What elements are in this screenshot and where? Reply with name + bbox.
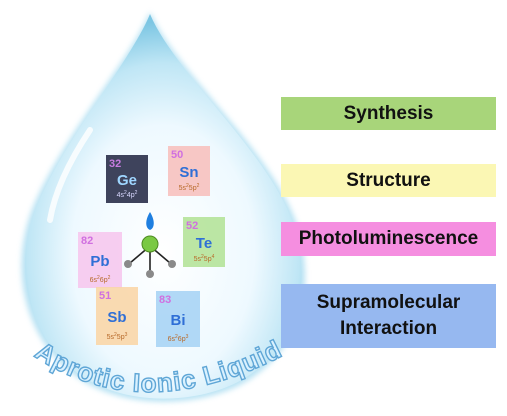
label-synthesis: Synthesis — [281, 97, 496, 130]
tile-background — [106, 155, 148, 203]
element-symbol: Te — [196, 235, 212, 252]
water-drop — [21, 12, 305, 402]
atomic-number: 51 — [99, 290, 111, 302]
atomic-number: 32 — [109, 158, 121, 170]
electron-configuration: 5s25p2 — [179, 183, 200, 192]
electron-configuration: 6s26p3 — [168, 334, 189, 343]
atomic-number: 50 — [171, 149, 183, 161]
label-supra-line1: Supramolecular — [316, 292, 461, 314]
atomic-number: 83 — [159, 294, 171, 306]
label-photoluminescence: Photoluminescence — [281, 222, 496, 256]
element-symbol: Sb — [107, 309, 126, 326]
atomic-number: 82 — [81, 235, 93, 247]
tile-background — [78, 232, 122, 288]
tile-background — [156, 291, 200, 347]
molecule-structure — [124, 212, 176, 278]
element-symbol: Ge — [117, 172, 137, 189]
label-supramolecular-interaction: Supramolecular Interaction — [281, 284, 496, 348]
ligand-atom-right — [168, 260, 176, 268]
label-photoluminescence-text: Photoluminescence — [298, 228, 479, 250]
label-structure: Structure — [281, 164, 496, 197]
label-synthesis-text: Synthesis — [343, 102, 434, 124]
lone-pair-icon — [146, 212, 154, 230]
electron-configuration: 6s26p2 — [90, 275, 111, 284]
ligand-atom-down — [146, 270, 154, 278]
tile-background — [168, 146, 210, 196]
central-atom — [141, 235, 159, 253]
tile-background — [183, 217, 225, 267]
label-structure-text: Structure — [346, 169, 431, 191]
element-symbol: Sn — [179, 164, 198, 181]
ligand-atom-left — [124, 260, 132, 268]
atomic-number: 52 — [186, 220, 198, 232]
label-supra-line2: Interaction — [339, 318, 438, 339]
electron-configuration: 5s25p4 — [194, 254, 215, 263]
electron-configuration: 4s24p2 — [117, 190, 138, 199]
element-symbol: Pb — [90, 253, 109, 270]
electron-configuration: 5s25p3 — [107, 332, 128, 341]
element-symbol: Bi — [171, 312, 186, 329]
tile-background — [96, 287, 138, 345]
